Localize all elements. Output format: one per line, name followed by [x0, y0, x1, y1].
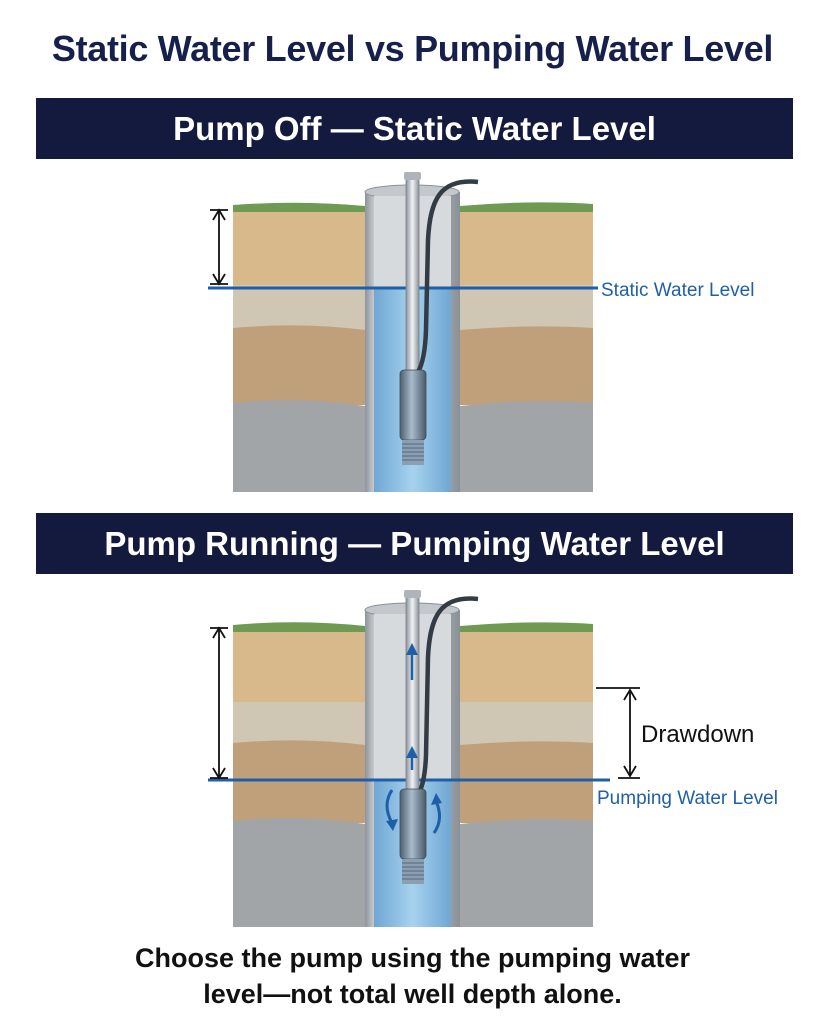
- grass-strip: [460, 622, 593, 635]
- grass-strip: [233, 622, 365, 635]
- grass-strip: [233, 202, 365, 215]
- static-water-level-label: Static Water Level: [601, 280, 754, 301]
- pump-off-banner: Pump Off — Static Water Level: [36, 98, 793, 159]
- pump-running-heading: Pump Running — Pumping Water Level: [104, 524, 725, 562]
- intake-screen: [402, 862, 424, 880]
- topsoil-layer: [233, 632, 365, 704]
- drawdown-bracket: [596, 687, 640, 779]
- rock-layer: [460, 819, 593, 927]
- pumping-water-diagram: Pumping Water Level Drawdown: [208, 590, 778, 927]
- clay-layer: [233, 325, 365, 405]
- rock-layer: [460, 401, 593, 492]
- pipe-cap: [404, 172, 421, 180]
- inflow-arrow-icon: [385, 789, 398, 831]
- topsoil-layer: [460, 632, 593, 704]
- rock-layer: [233, 400, 365, 492]
- pump-running-banner: Pump Running — Pumping Water Level: [36, 513, 793, 574]
- inflow-arrow-icon: [431, 793, 442, 834]
- grass-strip: [460, 202, 593, 215]
- soil-layers: [233, 202, 593, 492]
- page-title: Static Water Level vs Pumping Water Leve…: [51, 28, 774, 69]
- silt-layer: [460, 702, 593, 745]
- pump-off-heading: Pump Off — Static Water Level: [173, 109, 656, 147]
- silt-layer: [233, 702, 365, 745]
- footer-line-1: Choose the pump using the pumping water: [134, 943, 690, 973]
- topsoil-layer: [460, 212, 593, 287]
- clay-layer: [233, 740, 365, 823]
- silt-layer: [460, 285, 593, 330]
- pumping-water-level-label: Pumping Water Level: [597, 788, 778, 809]
- upflow-arrow-icon: [406, 746, 418, 770]
- submersible-pump: [399, 369, 427, 441]
- footer-line-2: level—not total well depth alone.: [203, 979, 622, 1009]
- drop-pipe: [405, 175, 420, 373]
- intake-screen: [402, 443, 424, 461]
- topsoil-layer: [233, 212, 365, 287]
- static-water-diagram: Static Water Level: [208, 172, 754, 492]
- depth-bracket: [210, 626, 228, 780]
- footer-note: Choose the pump using the pumping water …: [0, 940, 825, 1012]
- rock-layer: [233, 818, 365, 927]
- clay-layer: [460, 326, 593, 405]
- silt-layer: [233, 285, 365, 330]
- upflow-arrow-icon: [406, 643, 418, 680]
- power-cable: [416, 596, 479, 797]
- power-cable: [416, 179, 479, 374]
- depth-bracket: [210, 208, 228, 286]
- submersible-pump: [399, 788, 427, 860]
- clay-layer: [460, 741, 593, 823]
- soil-layers: [233, 622, 593, 927]
- pipe-cap: [404, 590, 421, 598]
- drawdown-label: Drawdown: [641, 721, 754, 748]
